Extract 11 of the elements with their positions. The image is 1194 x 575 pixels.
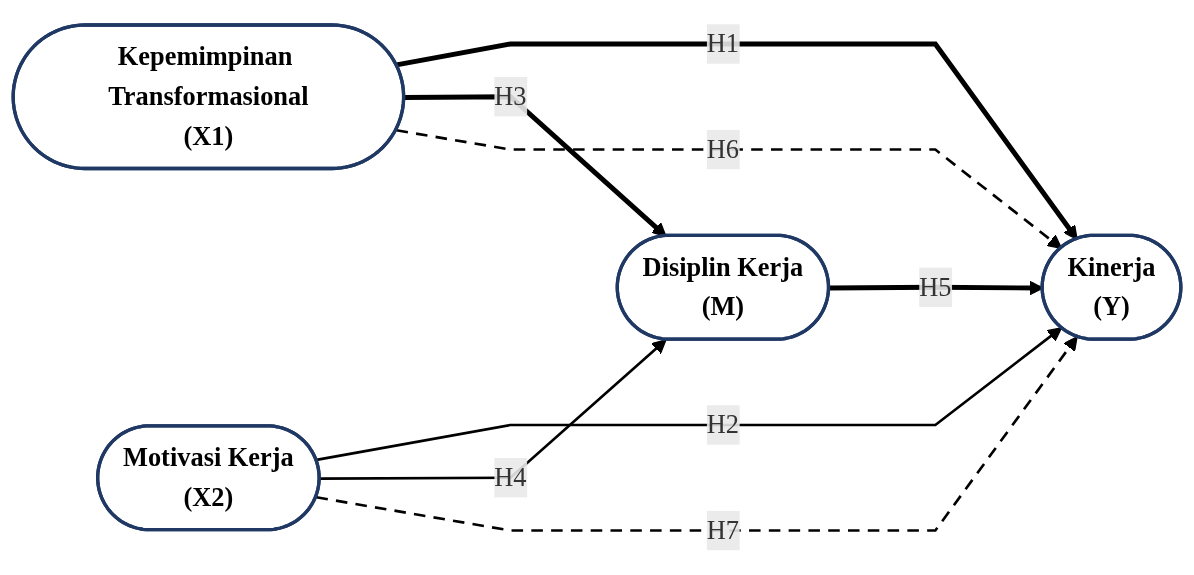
arrow: [316, 336, 1078, 533]
edge-label: H5: [919, 272, 952, 301]
edge-label: H1: [706, 29, 740, 58]
edge-label: H2: [706, 410, 740, 439]
edge-label: H4: [494, 463, 527, 492]
arrow: [396, 129, 1063, 250]
edge-label: H6: [706, 134, 740, 163]
arrow: [316, 327, 1063, 462]
edge-label: H3: [494, 82, 527, 111]
arrow: [404, 94, 667, 238]
edge-label: H7: [706, 515, 740, 544]
